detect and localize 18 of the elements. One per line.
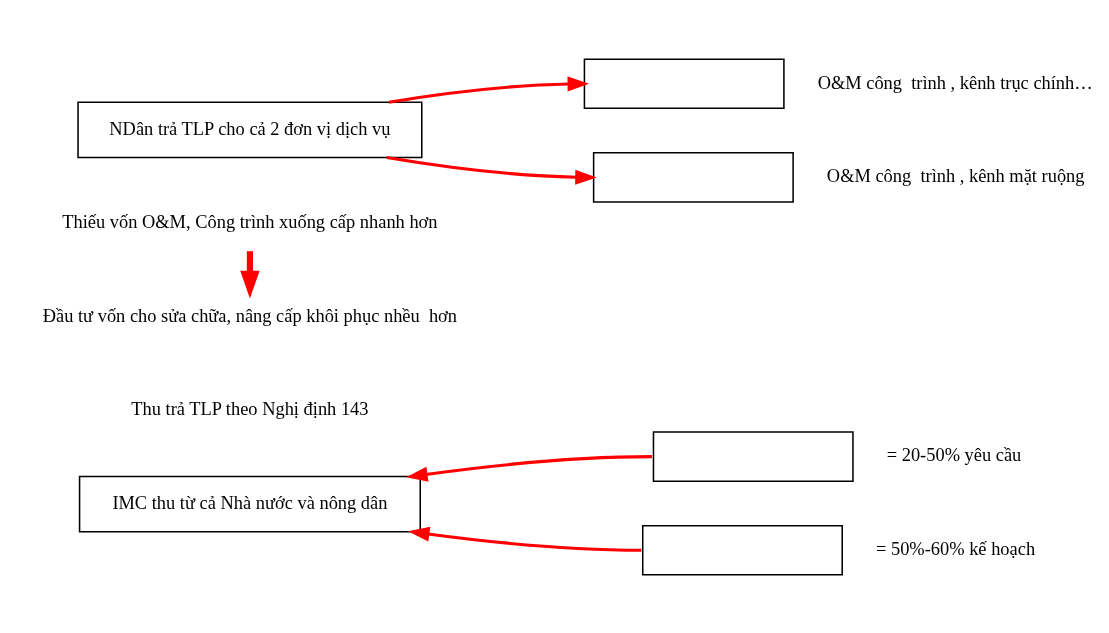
node-box: NDân trả TLP cho cả 2 đơn vị dịch vụ [77, 100, 423, 158]
node-box: IMC thu từ cả Nhà nước và nông dân [78, 475, 421, 533]
arrow [406, 454, 652, 482]
arrow [386, 155, 597, 185]
arrow [240, 250, 260, 298]
arrow [407, 526, 642, 552]
node-text: Đầu tư vốn cho sửa chữa, nâng cấp khôi phục nhều hơn [42, 305, 458, 326]
node-label: O&M công trình , kênh trục chính… [817, 72, 1093, 93]
node-box [583, 57, 785, 109]
node-text: Thiếu vốn O&M, Công trình xuống cấp nhanh hơn [62, 211, 438, 232]
node-label: = 20-50% yêu cầu [886, 444, 1022, 465]
node-label: O&M công trình , kênh mặt ruộng [826, 165, 1085, 186]
node-box [592, 151, 794, 203]
node-box [652, 430, 854, 482]
node-label: = 50%-60% kế hoạch [875, 538, 1036, 559]
arrow [388, 75, 590, 104]
label: Thu trả TLP theo Nghị định 143 [131, 398, 369, 419]
node-box [641, 524, 843, 576]
